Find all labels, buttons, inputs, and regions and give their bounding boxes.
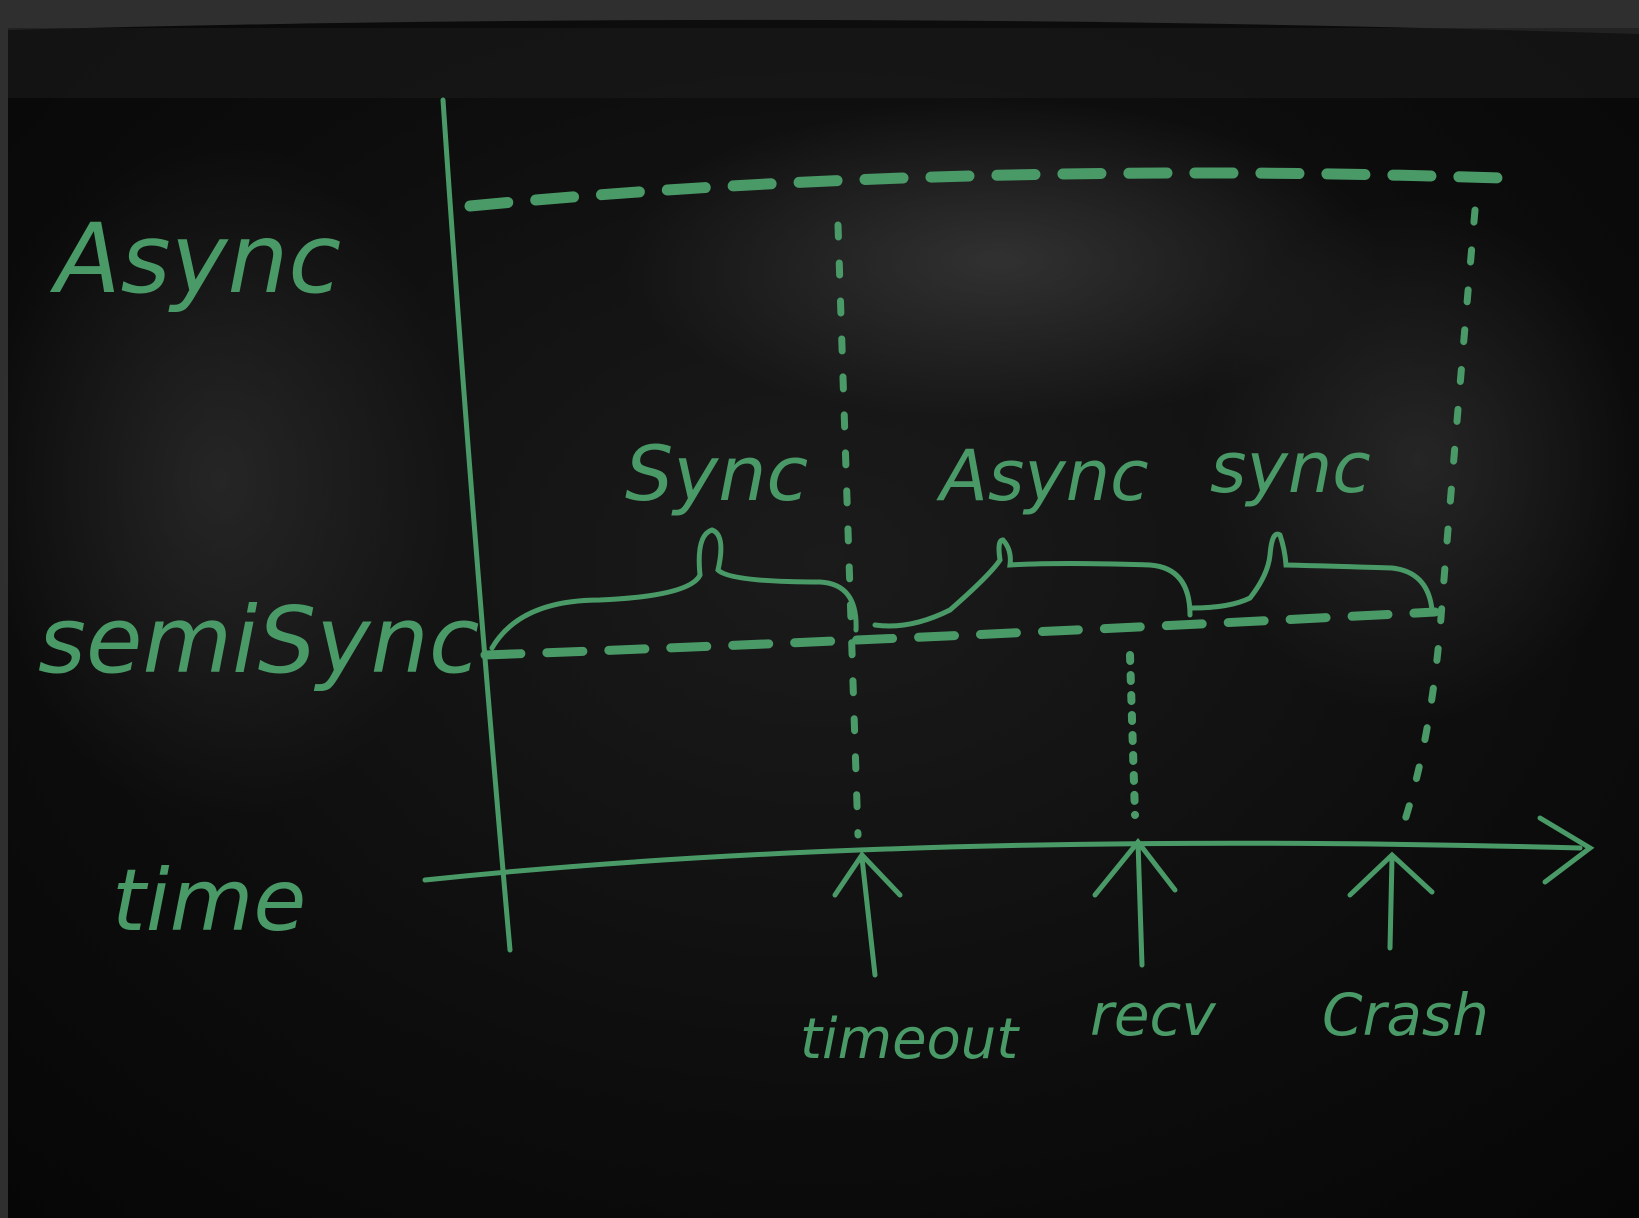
phase-label-sync: Sync: [625, 429, 808, 518]
row-label-semisync: semiSync: [38, 587, 479, 694]
recv-dotted-marker: [1126, 651, 1139, 819]
semisync-level-dashed-line: [480, 607, 1440, 660]
async-level-dashed-line: [464, 167, 1506, 212]
timeout-dotted-marker: [834, 221, 862, 839]
event-label-recv: recv: [1090, 981, 1217, 1049]
board-glare: [0, 140, 460, 820]
recv-arrow-icon: [1092, 837, 1178, 968]
event-label-timeout: timeout: [800, 1007, 1020, 1072]
time-axis-line: [422, 840, 1583, 883]
board-glare: [1200, 200, 1639, 720]
sync-again-phase-brace: [1189, 531, 1435, 613]
phase-label-async: Async: [936, 435, 1149, 517]
crash-arrow-icon: [1347, 851, 1435, 951]
phase-label-sync-again: sync: [1210, 427, 1371, 509]
time-axis-arrow-head: [1537, 815, 1595, 885]
event-label-crash: Crash: [1322, 981, 1489, 1049]
async-phase-brace: [872, 537, 1193, 629]
board-top-bezel: [8, 28, 1639, 98]
timeout-arrow-icon: [832, 851, 903, 978]
row-label-time: time: [112, 851, 306, 951]
y-axis-line: [440, 97, 513, 953]
sync-phase-brace: [489, 527, 859, 651]
row-label-async: Async: [49, 203, 341, 315]
